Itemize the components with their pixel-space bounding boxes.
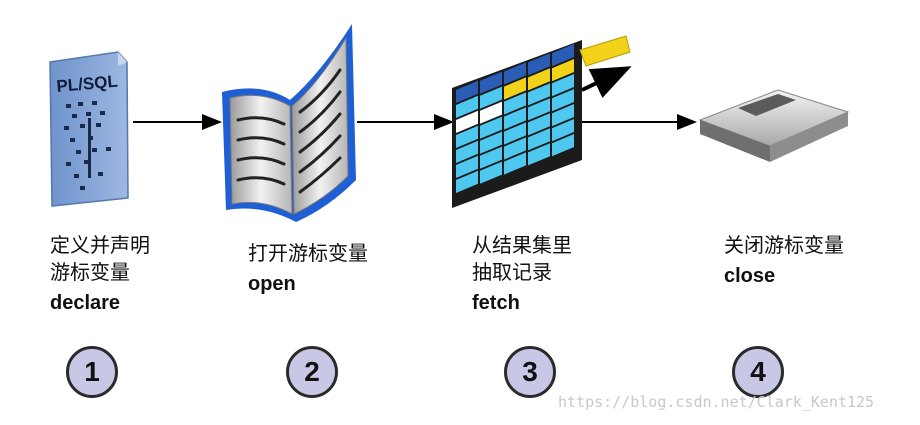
table-cell xyxy=(456,140,478,163)
table-cell xyxy=(528,98,550,121)
table-cell xyxy=(504,77,526,100)
table-cell xyxy=(528,53,550,76)
step-1-number-badge: 1 xyxy=(66,346,118,398)
table-cell xyxy=(552,59,574,82)
table-cell xyxy=(504,122,526,145)
table-cell xyxy=(504,152,526,175)
result-table-icon xyxy=(452,35,632,208)
table-cell xyxy=(456,95,478,118)
step-4-keyword: close xyxy=(724,265,776,287)
step-3-line-1: 从结果集里 xyxy=(472,233,572,257)
plsql-document-icon: PL/SQL xyxy=(49,51,129,207)
table-cell xyxy=(456,110,478,133)
table-cell xyxy=(504,107,526,130)
table-cell xyxy=(504,62,526,85)
table-cell xyxy=(552,44,574,67)
table-cell xyxy=(480,146,502,169)
table-cell xyxy=(480,101,502,124)
table-cell xyxy=(552,104,574,127)
table-cell xyxy=(528,83,550,106)
step-3-line-2: 抽取记录 xyxy=(472,260,552,284)
step-2-label: 打开游标变量 open xyxy=(248,240,368,296)
step-2-keyword: open xyxy=(248,273,296,295)
step-3-label: 从结果集里 抽取记录 fetch xyxy=(472,232,572,315)
table-cell xyxy=(528,68,550,91)
table-cell xyxy=(456,125,478,148)
closed-book-icon xyxy=(698,89,850,162)
step-2-line-1: 打开游标变量 xyxy=(248,241,368,265)
table-cell xyxy=(480,131,502,154)
table-cell xyxy=(480,161,502,184)
table-cell xyxy=(504,92,526,115)
table-cell xyxy=(480,86,502,109)
step-4-label: 关闭游标变量 close xyxy=(724,232,844,288)
step-4-number-badge: 4 xyxy=(732,346,784,398)
open-book-icon xyxy=(222,24,356,222)
table-cell xyxy=(480,116,502,139)
step-1-label: 定义并声明 游标变量 declare xyxy=(50,232,150,315)
table-cell xyxy=(552,134,574,157)
step-1-keyword: declare xyxy=(50,292,121,314)
table-cell xyxy=(456,170,478,193)
step-3-keyword: fetch xyxy=(472,292,520,314)
table-cell xyxy=(504,137,526,160)
table-cell xyxy=(552,74,574,97)
table-cell xyxy=(552,119,574,142)
step-4-line-1: 关闭游标变量 xyxy=(724,233,844,257)
table-cell xyxy=(528,113,550,136)
table-cell xyxy=(456,80,478,103)
watermark-url: https://blog.csdn.net/Clark_Kent125 xyxy=(558,393,875,411)
step-1-line-2: 游标变量 xyxy=(50,260,130,284)
table-cell xyxy=(528,128,550,151)
step-2-number-badge: 2 xyxy=(286,346,338,398)
table-cell xyxy=(552,89,574,112)
table-cell xyxy=(480,71,502,94)
table-cell xyxy=(456,155,478,178)
fetch-arrow-icon xyxy=(581,66,632,98)
step-1-line-1: 定义并声明 xyxy=(50,233,150,257)
table-cell xyxy=(528,143,550,166)
step-3-number-badge: 3 xyxy=(504,346,556,398)
